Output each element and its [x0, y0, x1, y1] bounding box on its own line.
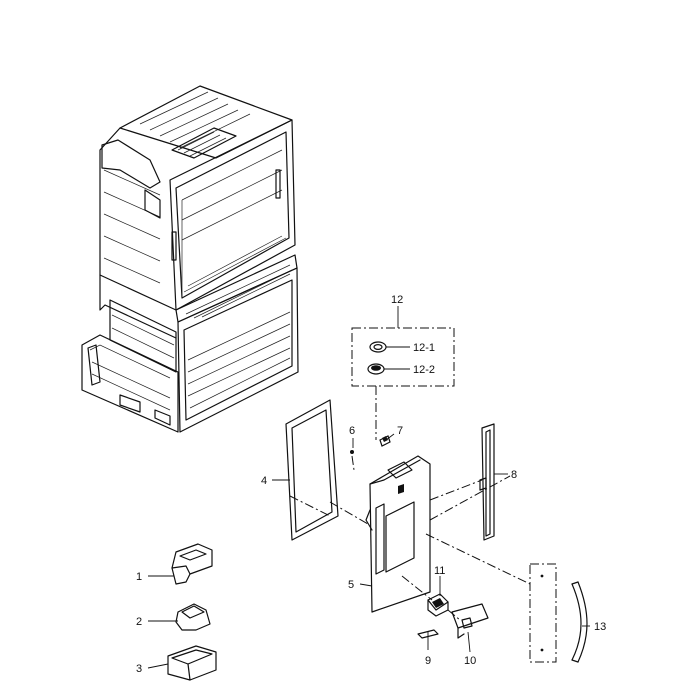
callout-11: 11	[434, 565, 445, 577]
door-bin-3	[167, 645, 217, 681]
lower-hinge	[427, 593, 449, 617]
callout-2: 2	[136, 616, 142, 628]
door-handle	[529, 563, 588, 663]
freezer-door	[365, 455, 431, 613]
callout-labels: 1 2 3 4 5 6 7 8 9 10 11 12 12-1 12-2 13	[136, 294, 606, 675]
hinge-cover	[451, 603, 489, 639]
callout-13: 13	[594, 621, 606, 633]
callout-8: 8	[511, 469, 517, 481]
door-stopper	[379, 435, 391, 447]
screw	[350, 450, 354, 454]
callout-12-1: 12-1	[413, 342, 435, 354]
door-gasket	[285, 399, 339, 541]
door-bin-1	[171, 543, 213, 585]
callout-12: 12	[391, 294, 403, 306]
callout-10: 10	[464, 655, 476, 667]
leader-lines	[147, 306, 590, 669]
hinge-cap-set	[351, 327, 455, 387]
callout-6: 6	[349, 425, 355, 437]
door-bin-2	[175, 603, 211, 631]
callout-5: 5	[348, 579, 354, 591]
callout-7: 7	[397, 425, 403, 437]
hinge-shim	[417, 629, 439, 639]
callout-9: 9	[425, 655, 431, 667]
callout-4: 4	[261, 475, 267, 487]
callout-3: 3	[136, 663, 142, 675]
callout-12-2: 12-2	[413, 364, 435, 376]
callout-1: 1	[136, 571, 142, 583]
assembly-lines	[289, 386, 531, 621]
door-bracket	[479, 423, 495, 541]
refrigerator-cabinet	[81, 85, 299, 433]
